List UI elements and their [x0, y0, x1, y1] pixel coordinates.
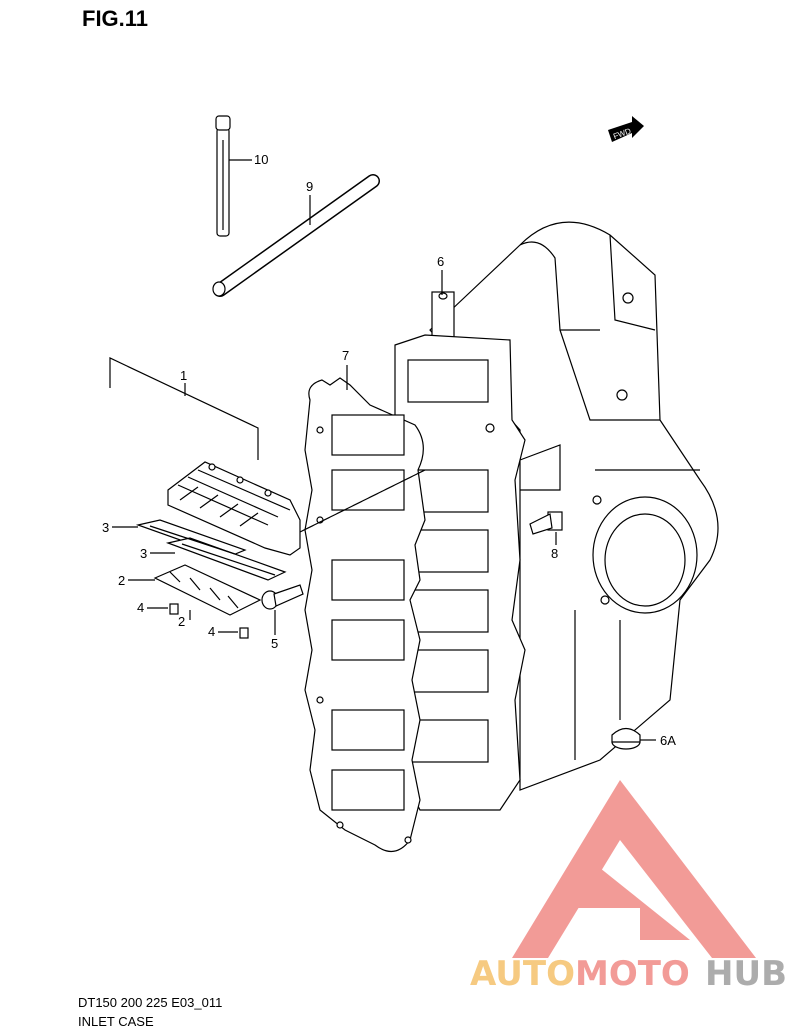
- callout-8: 8: [551, 546, 558, 561]
- reed-valve-part-1: [167, 461, 301, 556]
- watermark-triangle-icon: [512, 780, 756, 958]
- callout-5: 5: [271, 636, 278, 651]
- watermark-text-auto: AUTO: [470, 954, 575, 994]
- reed-petal-part-2: [153, 564, 262, 616]
- gasket-part-7: [304, 377, 426, 852]
- callout-2a: 2: [118, 573, 125, 588]
- callout-2b: 2: [178, 614, 185, 629]
- callout-3a: 3: [102, 520, 109, 535]
- inlet-case-flange: [394, 334, 526, 811]
- bolt-part-5: [261, 584, 304, 610]
- screw-part-4: [169, 603, 249, 639]
- callout-6: 6: [437, 254, 444, 269]
- fwd-arrow-icon: FWD: [608, 116, 644, 142]
- callout-10: 10: [254, 152, 268, 167]
- callout-4b: 4: [208, 624, 215, 639]
- callout-1: 1: [180, 368, 187, 383]
- watermark-text-hub: HUB: [705, 954, 787, 994]
- watermark-text-moto: MOTO: [575, 954, 690, 994]
- reed-stopper-part-3: [135, 519, 287, 581]
- diagram-name: INLET CASE: [78, 1014, 154, 1029]
- callout-3b: 3: [140, 546, 147, 561]
- plug-part-6a: [611, 727, 641, 750]
- callout-7: 7: [342, 348, 349, 363]
- watermark-logo: AUTO MOTO HUB: [470, 780, 787, 994]
- callout-6a: 6A: [660, 733, 676, 748]
- figure-title: FIG.11: [82, 6, 149, 31]
- bolt-part-8: [529, 511, 563, 535]
- hose-part-9: [212, 174, 380, 297]
- cable-tie-part-10: [215, 115, 231, 237]
- diagram-code: DT150 200 225 E03_011: [78, 995, 223, 1010]
- callout-4a: 4: [137, 600, 144, 615]
- callout-9: 9: [306, 179, 313, 194]
